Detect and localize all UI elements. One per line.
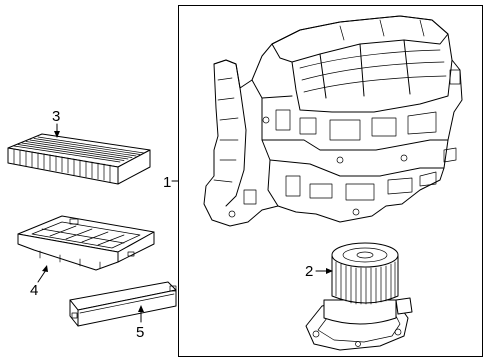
hvac-unit-assembly-icon [203,15,463,227]
callout-1: 1 [163,174,179,191]
callout-2-label: 2 [305,263,313,280]
filter-cover-icon [69,281,177,327]
callout-5-label: 5 [136,324,144,341]
blower-motor-icon [305,242,413,351]
cabin-air-filter-icon [7,133,151,185]
callout-3: 3 [52,108,60,138]
callout-4: 4 [30,265,48,299]
callout-1-label: 1 [163,174,171,191]
filter-housing-icon [17,215,155,271]
callout-2: 2 [305,263,333,280]
callout-5: 5 [136,305,144,341]
callout-4-label: 4 [30,282,38,299]
callout-3-label: 3 [52,108,60,125]
